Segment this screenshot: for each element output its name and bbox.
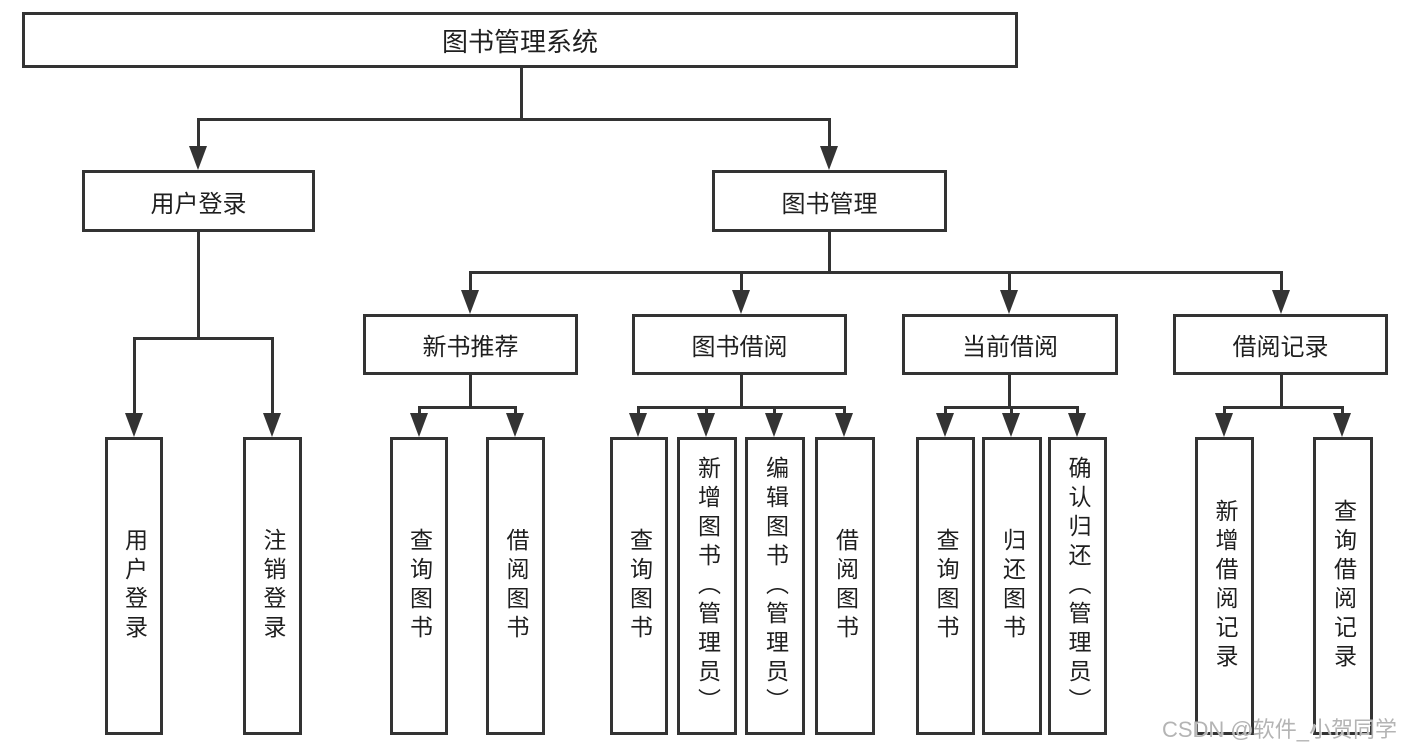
arrowhead-down-icon xyxy=(835,413,853,437)
leaf-label: 查询图书 xyxy=(406,528,433,644)
leaf-add-borrow-record: 新增借阅记录 xyxy=(1195,437,1254,735)
leaf-label: 新增借阅记录 xyxy=(1212,499,1238,673)
arrowhead-down-icon xyxy=(820,146,838,170)
connector-v xyxy=(469,375,472,409)
leaf-query-borrow-record: 查询借阅记录 xyxy=(1313,437,1373,735)
leaf-edit-books-admin: 编辑图书（管理员） xyxy=(745,437,805,735)
leaf-label: 查询图书 xyxy=(933,528,959,644)
arrowhead-down-icon xyxy=(1215,413,1233,437)
connector-v xyxy=(1280,375,1283,409)
connector-h xyxy=(1223,406,1344,409)
leaf-label: 用户登录 xyxy=(121,528,148,644)
leaf-label: 注销登录 xyxy=(260,528,286,644)
arrowhead-down-icon xyxy=(1272,290,1290,314)
leaf-borrow-books: 借阅图书 xyxy=(815,437,875,735)
connector-h xyxy=(197,118,831,121)
connector-h xyxy=(418,406,517,409)
connector-v xyxy=(773,406,776,415)
node-current-borrow: 当前借阅 xyxy=(902,314,1118,375)
leaf-user-login: 用户登录 xyxy=(105,437,163,735)
arrowhead-down-icon xyxy=(506,413,524,437)
node-borrow-records: 借阅记录 xyxy=(1173,314,1388,375)
connector-v xyxy=(944,406,947,415)
connector-v xyxy=(133,337,136,415)
leaf-add-books-admin: 新增图书（管理员） xyxy=(677,437,737,735)
leaf-label: 编辑图书（管理员） xyxy=(762,455,789,717)
connector-v xyxy=(514,406,517,415)
leaf-logout: 注销登录 xyxy=(243,437,302,735)
leaf-label: 借阅图书 xyxy=(832,528,859,644)
arrowhead-down-icon xyxy=(461,290,479,314)
node-label: 新书推荐 xyxy=(422,334,519,361)
node-library-system: 图书管理系统 xyxy=(22,12,1018,68)
connector-v xyxy=(418,406,421,415)
arrowhead-down-icon xyxy=(410,413,428,437)
leaf-label: 新增图书（管理员） xyxy=(694,455,721,717)
node-book-borrow: 图书借阅 xyxy=(632,314,847,375)
connector-v xyxy=(197,232,200,340)
leaf-query-books-current: 查询图书 xyxy=(916,437,975,735)
csdn-watermark: CSDN @软件_小贺同学 xyxy=(1161,717,1397,742)
arrowhead-down-icon xyxy=(1068,413,1086,437)
leaf-label: 查询借阅记录 xyxy=(1330,499,1357,673)
leaf-confirm-return-admin: 确认归还（管理员） xyxy=(1048,437,1107,735)
leaf-label: 借阅图书 xyxy=(503,528,529,644)
connector-v xyxy=(1341,406,1344,415)
arrowhead-down-icon xyxy=(732,290,750,314)
connector-v xyxy=(197,118,200,150)
connector-h xyxy=(637,406,846,409)
node-label: 用户登录 xyxy=(150,190,247,218)
connector-v xyxy=(469,271,472,293)
connector-v xyxy=(705,406,708,415)
node-label: 图书借阅 xyxy=(691,334,788,361)
leaf-query-books-recommend: 查询图书 xyxy=(390,437,448,735)
connector-v xyxy=(828,118,831,150)
connector-v xyxy=(1008,271,1011,293)
node-user-login: 用户登录 xyxy=(82,170,315,232)
leaf-label: 查询图书 xyxy=(626,528,653,644)
connector-v xyxy=(637,406,640,415)
arrowhead-down-icon xyxy=(189,146,207,170)
connector-v xyxy=(1076,406,1079,415)
leaf-query-books-borrow: 查询图书 xyxy=(610,437,668,735)
leaf-label: 确认归还（管理员） xyxy=(1065,455,1091,717)
connector-v xyxy=(740,271,743,293)
arrowhead-down-icon xyxy=(936,413,954,437)
connector-v xyxy=(1008,375,1011,409)
arrowhead-down-icon xyxy=(125,413,143,437)
node-label: 图书管理系统 xyxy=(441,26,598,57)
connector-h xyxy=(133,337,274,340)
arrowhead-down-icon xyxy=(629,413,647,437)
arrowhead-down-icon xyxy=(1002,413,1020,437)
node-new-book-recommend: 新书推荐 xyxy=(363,314,578,375)
connector-v xyxy=(520,68,523,120)
arrowhead-down-icon xyxy=(1000,290,1018,314)
node-label: 当前借阅 xyxy=(962,334,1058,361)
node-book-management: 图书管理 xyxy=(712,170,947,232)
arrowhead-down-icon xyxy=(697,413,715,437)
connector-v xyxy=(1010,406,1013,415)
connector-v xyxy=(843,406,846,415)
arrowhead-down-icon xyxy=(1333,413,1351,437)
node-label: 图书管理 xyxy=(781,190,878,218)
node-label: 借阅记录 xyxy=(1232,334,1329,361)
leaf-return-books: 归还图书 xyxy=(982,437,1042,735)
arrowhead-down-icon xyxy=(765,413,783,437)
connector-v xyxy=(1223,406,1226,415)
connector-v xyxy=(1280,271,1283,293)
arrowhead-down-icon xyxy=(263,413,281,437)
leaf-label: 归还图书 xyxy=(999,528,1026,644)
connector-v xyxy=(271,337,274,415)
leaf-borrow-books-recommend: 借阅图书 xyxy=(486,437,545,735)
connector-v xyxy=(740,375,743,409)
connector-h xyxy=(469,271,1283,274)
connector-v xyxy=(828,232,831,274)
